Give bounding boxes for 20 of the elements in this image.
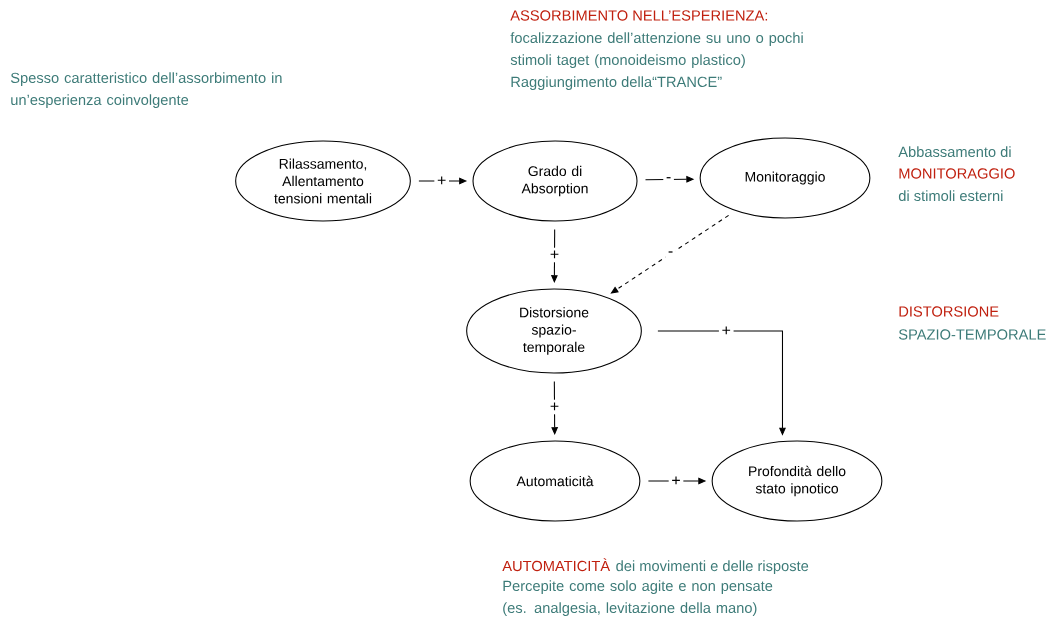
note-text: focalizzazione dell’attenzione su uno o pochi stimoli taget (monoideismo plastico) <box>510 32 803 68</box>
note-text: di stimoli esterni <box>898 190 1003 202</box>
edge-label: + <box>547 247 562 263</box>
edge-label: + <box>668 473 684 489</box>
edge-label: - <box>663 174 674 185</box>
note-text: Spesso caratteristico dell’assorbimento in un’esperienza coinvolgente <box>10 72 282 108</box>
edge-label: + <box>547 399 562 415</box>
note-text: SPAZIO-TEMPORALE <box>898 329 1046 340</box>
edge-label: - <box>665 248 676 259</box>
note-text: DISTORSIONE <box>899 306 999 317</box>
note-text: ASSORBIMENTO NELL’ESPERIENZA: <box>510 10 768 21</box>
edge-label: + <box>718 323 734 339</box>
arrow <box>610 214 730 294</box>
edge-label: + <box>434 173 449 189</box>
note-text: Percepite come solo agite e non pensate (es. analgesia, levitazione della mano) <box>503 580 773 616</box>
note-text: Raggiungimento della“TRANCE” <box>511 76 722 90</box>
note-text: AUTOMATICITÀ <box>502 558 611 572</box>
note-text: dei movimenti e delle risposte <box>616 560 809 575</box>
note-text: MONITORAGGIO <box>899 168 1015 179</box>
note-text: Abbassamento di <box>898 146 1011 158</box>
